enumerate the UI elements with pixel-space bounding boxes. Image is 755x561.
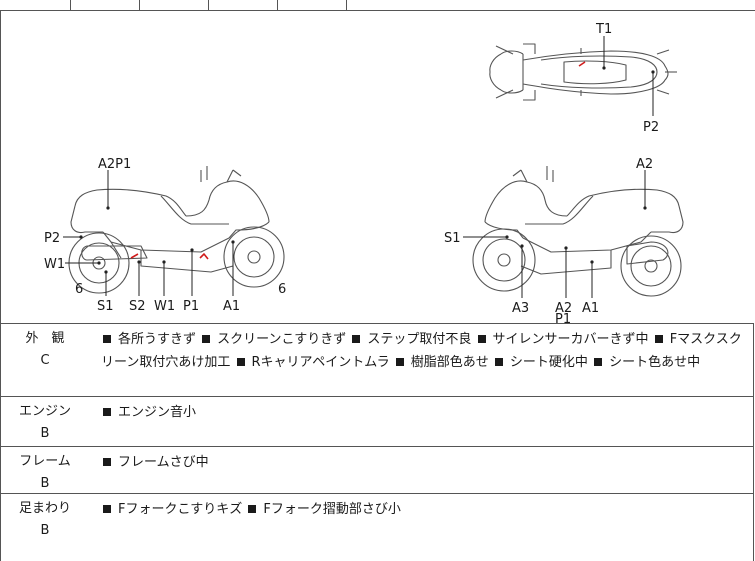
item-text: 各所うすきず (118, 332, 197, 347)
label-p2-left: P2 (44, 231, 60, 246)
label-w1-left: W1 (44, 257, 65, 272)
section-items: 各所うすきず スクリーンこすりきず ステップ取付不良 サイレンサーカバーきず中 … (101, 328, 747, 374)
top-view-scooter (489, 43, 677, 101)
item-text: スクリーンこすりきず (217, 332, 347, 347)
label-p2-top: P2 (643, 120, 659, 135)
item-text: エンジン音小 (118, 405, 197, 420)
item-text: Fマスクスクリーン取付穴あけ加工 (101, 332, 742, 370)
table-header-strip (0, 0, 755, 11)
item-text: シート硬化中 (509, 355, 588, 370)
section-items: フレームさび中 (101, 451, 747, 474)
section-exterior: 外 観 C 各所うすきず スクリーンこすりきず ステップ取付不良 サイレンサーカ… (0, 323, 754, 396)
left-side-scooter (68, 166, 285, 294)
bullet-square-icon (103, 505, 111, 513)
label-6b-left: 6 (278, 282, 286, 297)
section-name: フレーム (19, 454, 71, 469)
item-text: シート色あせ中 (609, 355, 701, 370)
item-text: 樹脂部色あせ (410, 355, 489, 370)
item-text: Rキャリアペイントムラ (251, 355, 390, 370)
bullet-square-icon (477, 335, 486, 343)
section-frame: フレーム B フレームさび中 (0, 446, 754, 493)
bullet-square-icon (594, 358, 603, 366)
section-suspension: 足まわり B Fフォークこすりキズ Fフォーク摺動部さび小 (0, 493, 754, 561)
bullet-square-icon (395, 358, 404, 366)
label-6-left: 6 (75, 282, 83, 297)
section-grade: C (40, 353, 50, 368)
right-side-scooter (472, 166, 684, 297)
item-text: ステップ取付不良 (367, 332, 472, 347)
label-w1b-left: W1 (154, 299, 175, 314)
leader-lines (63, 36, 654, 298)
label-a2p1: A2P1 (98, 157, 131, 172)
label-s2-left: S2 (129, 299, 146, 314)
section-items: エンジン音小 (101, 401, 747, 424)
section-grade: B (40, 426, 50, 441)
bullet-square-icon (494, 358, 503, 366)
section-category: 外 観 C (1, 324, 89, 372)
bullet-square-icon (352, 335, 361, 343)
section-items: Fフォークこすりキズ Fフォーク摺動部さび小 (101, 498, 747, 521)
label-a2b-right: A2 (555, 301, 572, 316)
bullet-square-icon (103, 458, 111, 466)
damage-diagram: T1 P2 A2P1 P2 W1 6 S1 S2 W1 P1 A1 6 A2 S… (0, 10, 755, 323)
section-name: 足まわり (18, 501, 71, 516)
label-a1-left: A1 (223, 299, 240, 314)
item-text: サイレンサーカバーきず中 (492, 332, 649, 347)
section-category: フレーム B (1, 447, 89, 495)
bullet-square-icon (103, 335, 111, 343)
section-category: 足まわり B (1, 494, 89, 542)
label-t1: T1 (595, 22, 612, 37)
section-name: エンジン (18, 404, 71, 419)
damage-marks (130, 61, 586, 260)
label-p1-right: P1 (555, 312, 571, 323)
bullet-square-icon (202, 335, 211, 343)
label-s1-right: S1 (444, 231, 461, 246)
leader-dots (79, 66, 655, 274)
section-category: エンジン B (1, 397, 89, 445)
section-grade: B (40, 523, 50, 538)
bullet-square-icon (248, 505, 257, 513)
item-text: フレームさび中 (118, 455, 209, 470)
label-s1-left: S1 (97, 299, 114, 314)
section-grade: B (40, 476, 50, 491)
label-a3-right: A3 (512, 301, 529, 316)
item-text: Fフォーク摺動部さび小 (263, 502, 401, 517)
label-a1-right: A1 (582, 301, 599, 316)
bullet-square-icon (654, 335, 663, 343)
section-engine: エンジン B エンジン音小 (0, 396, 754, 446)
label-a2-right: A2 (636, 157, 653, 172)
bullet-square-icon (236, 358, 245, 366)
section-name: 外 観 (25, 331, 65, 346)
bullet-square-icon (103, 408, 111, 416)
label-p1-left: P1 (183, 299, 199, 314)
item-text: Fフォークこすりキズ (118, 502, 243, 517)
scooter-diagram-svg: T1 P2 A2P1 P2 W1 6 S1 S2 W1 P1 A1 6 A2 S… (44, 22, 684, 323)
